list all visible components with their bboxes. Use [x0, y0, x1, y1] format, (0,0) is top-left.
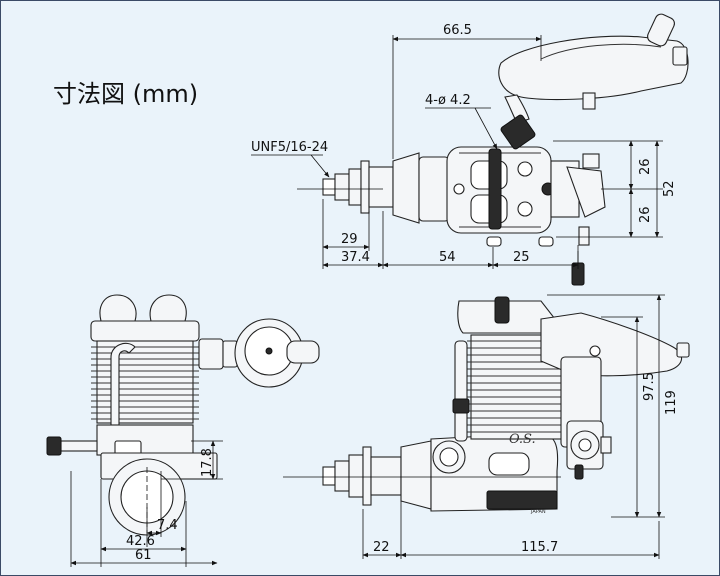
front-housing-side: [370, 456, 402, 496]
side-needle: [60, 440, 98, 452]
pushrod-tube: [110, 342, 136, 432]
crankcase-front: [392, 152, 420, 224]
carb-needle-top: [582, 153, 600, 169]
muffler-pressure-tap: [582, 92, 596, 110]
dim-17-8: 17.8: [200, 448, 215, 477]
page-title: 寸法図 (mm): [53, 80, 198, 108]
dim-61: 61: [135, 548, 152, 563]
dim-22: 22: [373, 540, 390, 555]
prop-washer: [348, 168, 362, 206]
dim-thread: UNF5/16-24: [251, 140, 328, 155]
mount-beam-side: [486, 490, 558, 510]
muffler-outlet: [647, 13, 675, 47]
shaft-tip-side: [322, 466, 336, 486]
rocker-bolt: [494, 296, 510, 324]
dim-52: 52: [662, 180, 677, 197]
japan-mark: JAPAN: [530, 509, 546, 515]
front-view-dimensions: 17.8 7.4 42.6 61: [70, 440, 223, 567]
dim-mount-hole: 4-ø 4.2: [425, 93, 471, 108]
valve-cover-left: [99, 294, 137, 322]
muffler-nipple: [672, 46, 688, 66]
top-view-drawing: [322, 13, 689, 286]
crankcase: [418, 156, 450, 222]
dim-26-lower: 26: [638, 206, 653, 223]
dim-54: 54: [439, 250, 456, 265]
drive-hub-side: [362, 446, 372, 506]
brand-mark-side: O.S.: [509, 432, 536, 447]
dim-7-4: 7.4: [157, 518, 178, 533]
dim-37-4: 37.4: [341, 250, 370, 265]
exhaust-nut-front: [198, 338, 224, 370]
dim-26-upper: 26: [638, 158, 653, 175]
prop-nut-side: [334, 460, 350, 492]
dim-42-6: 42.6: [126, 534, 155, 549]
dim-66-5: 66.5: [443, 23, 472, 38]
head-block: [90, 320, 200, 342]
front-housing: [368, 166, 394, 208]
side-view-dimensions: 97.5 119 22 115.7: [283, 294, 679, 559]
drive-hub: [360, 160, 370, 214]
carb-stem: [578, 226, 590, 246]
muffler-outlet-front: [286, 340, 320, 364]
cooling-fins-front: [91, 346, 199, 420]
dim-97-5: 97.5: [642, 372, 657, 401]
exhaust-nut: [500, 114, 536, 150]
valve-cover-right: [149, 294, 187, 322]
dim-29: 29: [341, 232, 358, 247]
dim-25: 25: [513, 250, 530, 265]
prop-washer-side: [348, 454, 364, 498]
rocker-arm: [488, 148, 502, 230]
prop-nut: [334, 173, 350, 201]
shaft-tip: [322, 178, 336, 196]
crankcase-front-view: [96, 424, 194, 456]
top-view-dimensions: 66.5 4-ø 4.2 UNF5/16-24 26 26 52 29 37.4…: [251, 23, 677, 269]
front-view-drawing: [46, 294, 320, 536]
dim-115-7: 115.7: [521, 540, 558, 555]
side-view-drawing: O.S. JAPAN: [322, 296, 690, 515]
dim-119: 119: [664, 390, 679, 415]
pushrod-tube-side: [454, 340, 468, 442]
